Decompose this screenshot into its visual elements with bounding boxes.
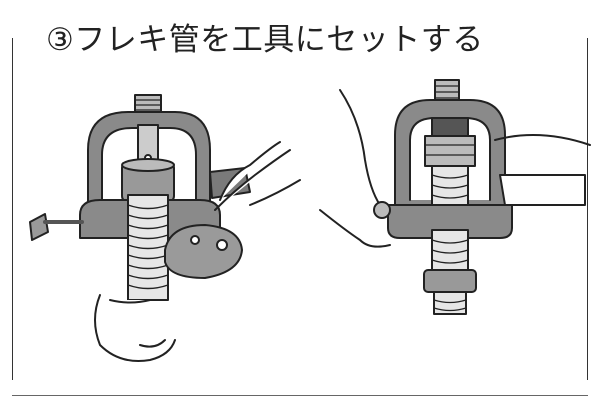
panel-left-border — [12, 38, 13, 380]
panel-bottom-border — [12, 395, 588, 396]
panel-right-border — [587, 38, 588, 380]
instruction-panel — [6, 4, 594, 400]
step-title: ③フレキ管を工具にセットする — [46, 22, 484, 58]
